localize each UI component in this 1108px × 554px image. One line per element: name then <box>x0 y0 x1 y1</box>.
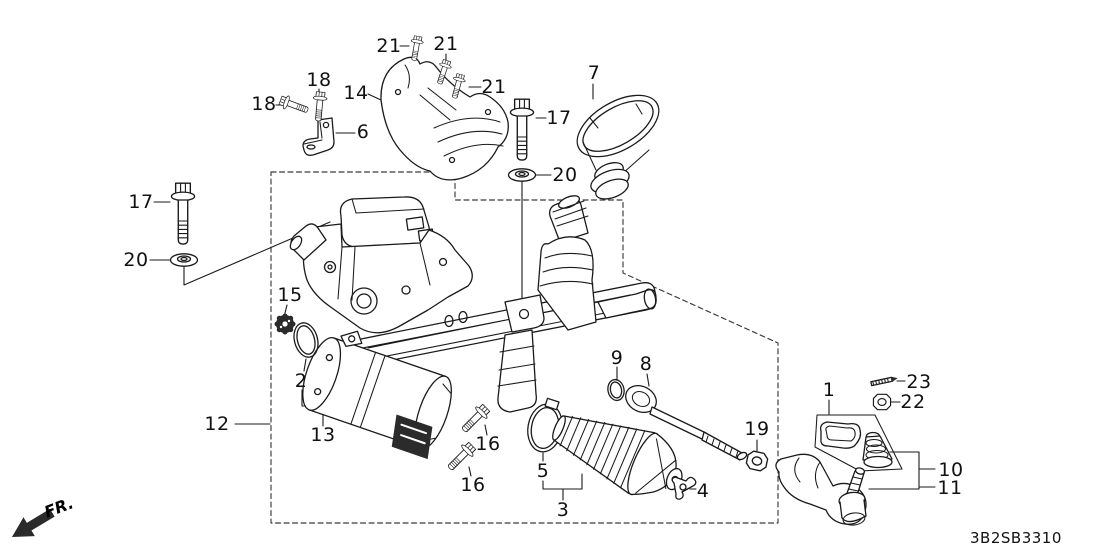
part-lock-nut <box>744 449 770 473</box>
diagram-code: 3B2SB3310 <box>970 529 1062 547</box>
callout-2: 2 <box>294 370 308 392</box>
callout-4: 4 <box>696 480 710 502</box>
callout-21-b: 21 <box>433 33 459 55</box>
dashed-region-12 <box>270 171 779 524</box>
part-grommet <box>576 94 660 200</box>
callout-17-b: 17 <box>546 107 572 129</box>
callout-20-b: 20 <box>552 164 578 186</box>
part-bolt-18-b <box>310 91 328 122</box>
part-bolt-16-b <box>443 439 479 475</box>
callout-7: 7 <box>587 62 601 84</box>
callout-19: 19 <box>744 418 770 440</box>
part-bolt-18-a <box>277 93 311 117</box>
part-gearbox-assembly <box>289 195 657 413</box>
part-snap-ring <box>607 378 625 402</box>
callout-11: 11 <box>937 477 963 499</box>
callout-3: 3 <box>556 499 570 521</box>
callout-23: 23 <box>906 371 932 393</box>
callout-12: 12 <box>204 413 230 435</box>
part-bolt-17-right <box>509 98 535 161</box>
callout-20-a: 20 <box>123 249 149 271</box>
part-bracket <box>302 117 335 156</box>
part-star-nut <box>274 313 296 335</box>
callout-5: 5 <box>536 460 550 482</box>
part-motor <box>302 330 452 460</box>
fr-direction-arrow <box>12 508 55 537</box>
part-tie-rod-end <box>775 453 867 526</box>
callout-18-b: 18 <box>306 69 332 91</box>
callout-16-a: 16 <box>475 433 501 455</box>
part-pin-23 <box>870 376 898 387</box>
callout-18-a: 18 <box>251 93 277 115</box>
part-nut-22 <box>872 393 892 411</box>
callout-22: 22 <box>900 391 926 413</box>
part-bolt-17-left <box>170 182 196 245</box>
callout-13: 13 <box>310 424 336 446</box>
callout-8: 8 <box>639 353 653 375</box>
part-washer-20-left <box>169 253 199 267</box>
part-boot-clip <box>671 476 697 500</box>
callout-15: 15 <box>277 284 303 306</box>
callout-16-b: 16 <box>460 474 486 496</box>
part-tie-rod-end-kit <box>775 376 903 526</box>
callout-14: 14 <box>343 82 369 104</box>
part-inner-tie-rod <box>625 384 748 461</box>
callout-17-a: 17 <box>128 191 154 213</box>
part-bellows-boot <box>552 415 683 496</box>
callout-21-a: 21 <box>376 35 402 57</box>
callout-6: 6 <box>356 121 370 143</box>
callout-9: 9 <box>610 347 624 369</box>
callout-1: 1 <box>822 379 836 401</box>
part-washer-20-right <box>507 168 537 182</box>
part-heat-shield <box>380 56 509 181</box>
callout-10: 10 <box>938 459 964 481</box>
callout-21-c: 21 <box>481 76 507 98</box>
part-o-ring <box>293 322 319 358</box>
